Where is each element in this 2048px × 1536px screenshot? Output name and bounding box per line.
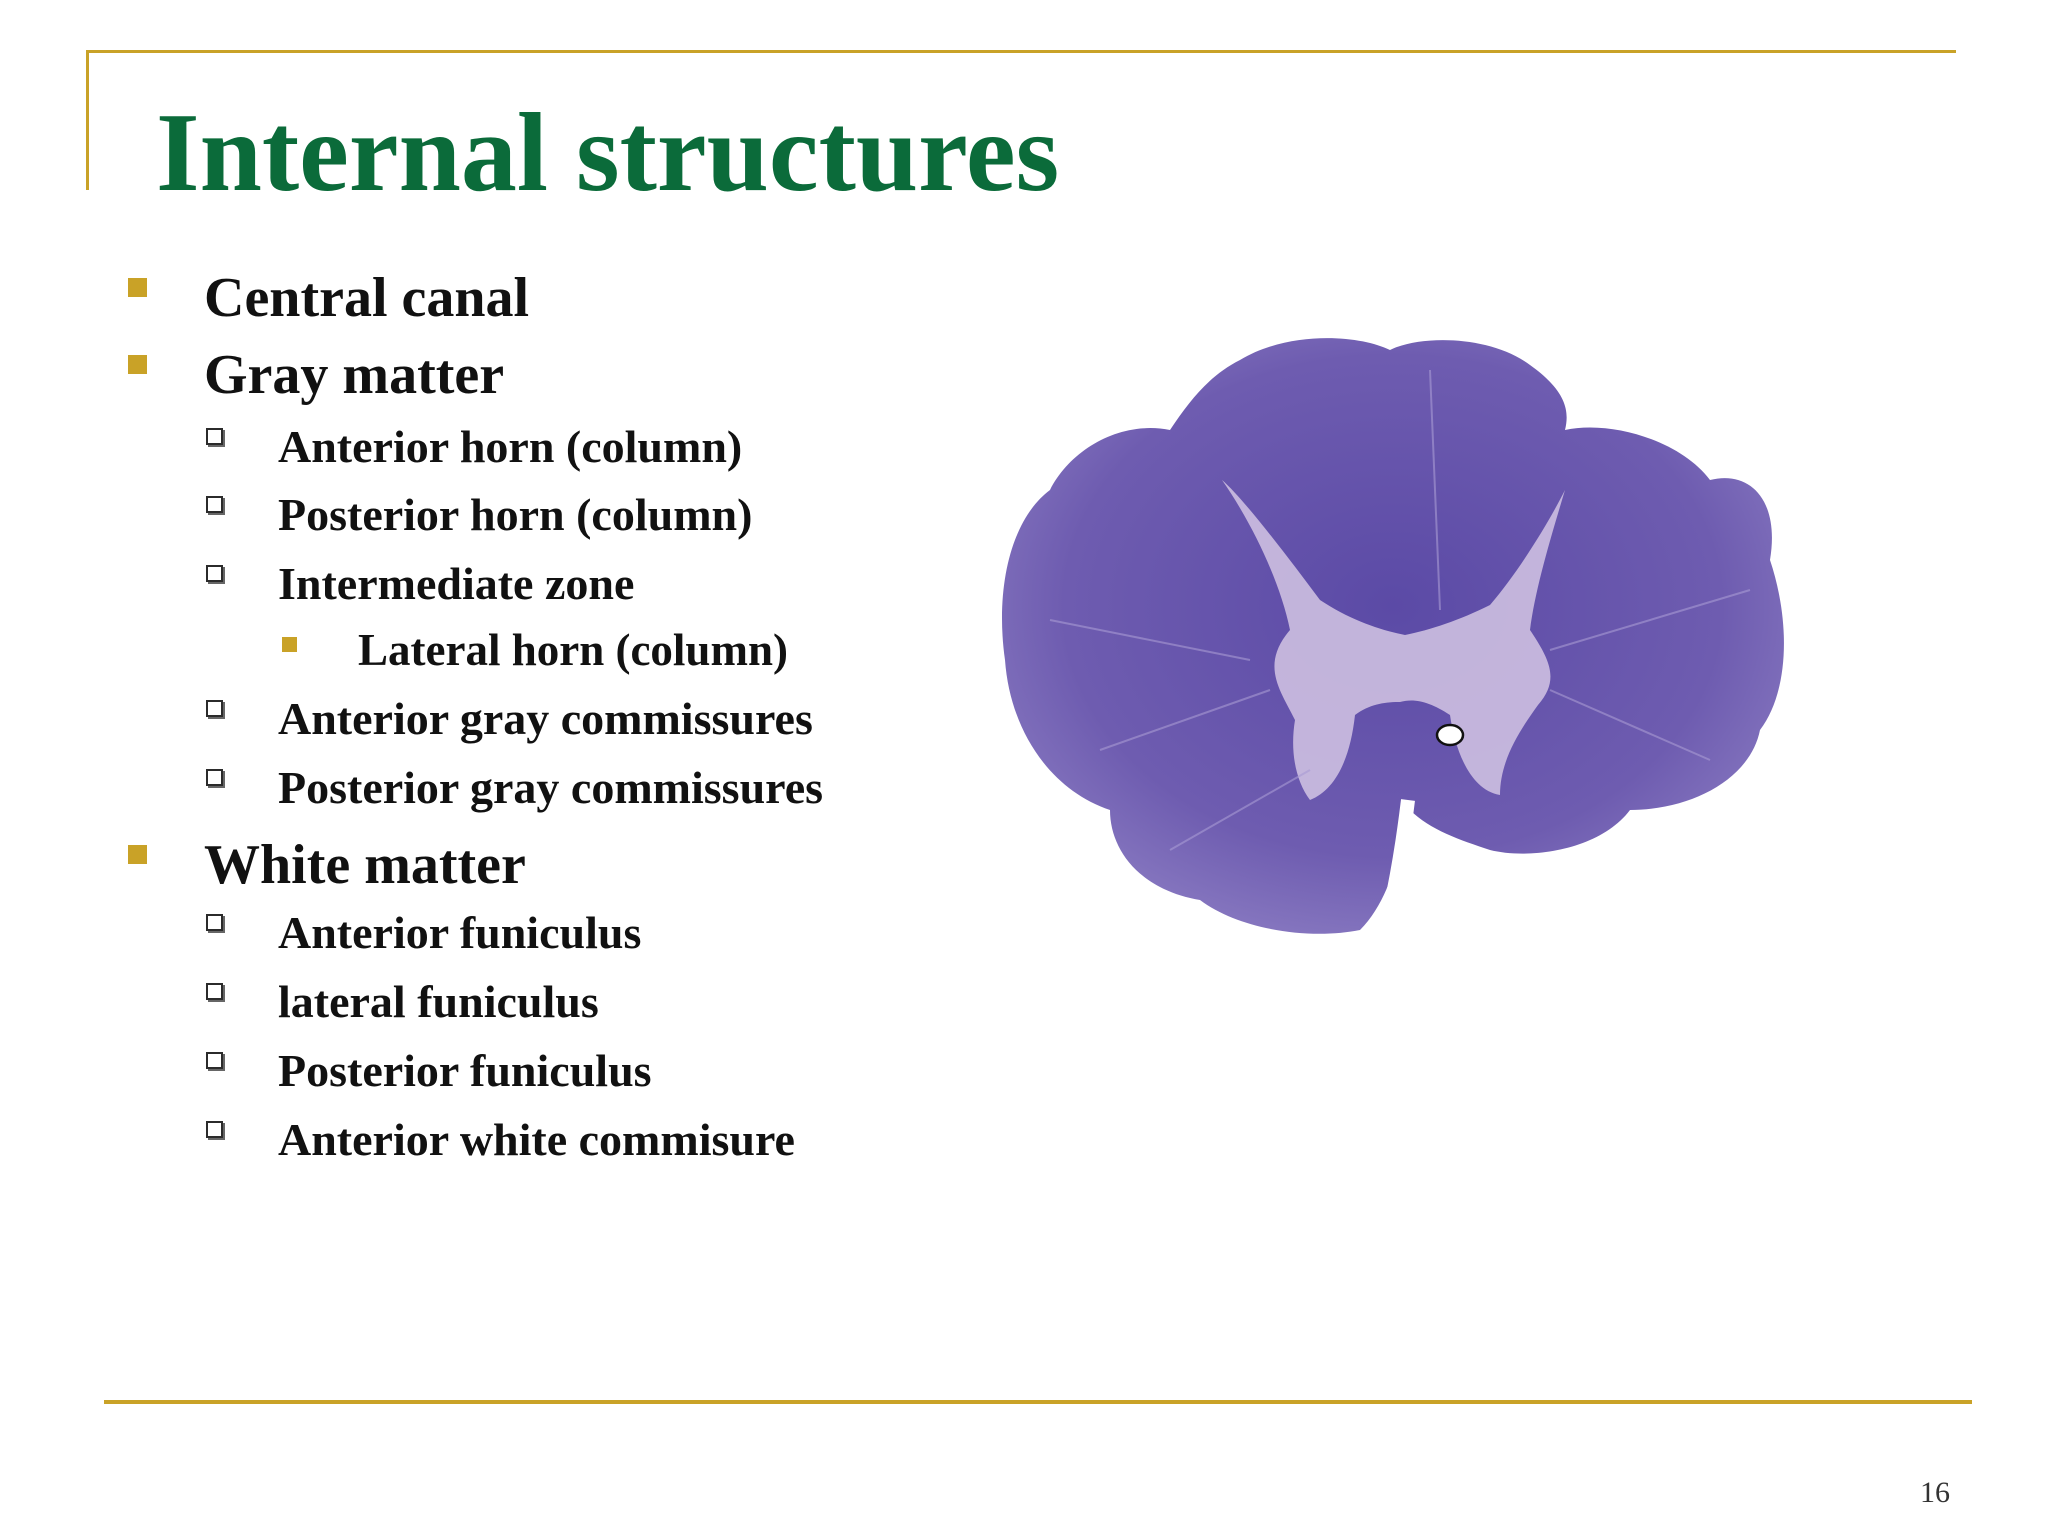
bullet-posterior-gray-commissures: Posterior gray commissures <box>278 762 824 813</box>
bullet-list: Central canal Gray matter Anterior horn … <box>0 0 980 1300</box>
page-number: 16 <box>1920 1476 1950 1509</box>
bullet-lateral-horn: Lateral horn (column) <box>358 625 788 675</box>
hollow-square-bullet-icon <box>206 1052 223 1069</box>
square-bullet-icon <box>282 637 297 652</box>
gray-matter-shape <box>1222 480 1565 800</box>
bullet-gray-matter: Gray matter <box>204 344 505 406</box>
anterior-median-fissure <box>1378 799 1415 932</box>
hollow-square-bullet-icon <box>206 1121 223 1138</box>
bullet-anterior-horn: Anterior horn (column) <box>278 421 743 472</box>
square-bullet-icon <box>128 845 147 864</box>
hollow-square-bullet-icon <box>206 496 223 513</box>
slide-title: Internal structures <box>156 91 1060 215</box>
central-canal-shape <box>1435 723 1465 747</box>
hollow-square-bullet-icon <box>206 565 223 582</box>
bullet-intermediate-zone: Intermediate zone <box>278 558 635 609</box>
bullet-anterior-white-commisure: Anterior white commisure <box>278 1114 795 1165</box>
hollow-square-bullet-icon <box>206 428 223 445</box>
hollow-square-bullet-icon <box>206 983 223 1000</box>
bullet-white-matter: White matter <box>204 834 526 896</box>
frame-bottom-rule <box>104 1400 1972 1404</box>
bullet-posterior-funiculus: Posterior funiculus <box>278 1045 652 1096</box>
bullet-posterior-horn: Posterior horn (column) <box>278 489 753 540</box>
bullet-anterior-gray-commissures: Anterior gray commissures <box>278 693 813 744</box>
hollow-square-bullet-icon <box>206 700 223 717</box>
hollow-square-bullet-icon <box>206 914 223 931</box>
bullet-anterior-funiculus: Anterior funiculus <box>278 907 642 958</box>
bullet-lateral-funiculus: lateral funiculus <box>278 976 599 1027</box>
square-bullet-icon <box>128 278 147 297</box>
square-bullet-icon <box>128 355 147 374</box>
frame-top-rule <box>86 50 1956 53</box>
bullet-central-canal: Central canal <box>204 267 530 329</box>
spinal-cord-cross-section-image <box>990 330 1930 1010</box>
hollow-square-bullet-icon <box>206 769 223 786</box>
frame-left-rule <box>86 50 89 190</box>
